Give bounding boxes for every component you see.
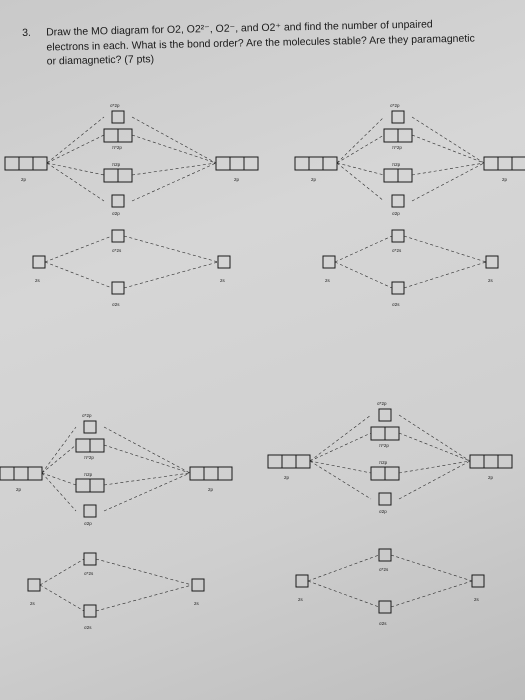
atomic-2p-left-label: 2p [16, 487, 22, 492]
sigma-star-2s-label: σ*2s [379, 567, 389, 572]
atomic-2s-left-box [27, 578, 41, 592]
sigma-star-2p-label: σ*2p [377, 401, 387, 406]
pi-2p-boxes [370, 466, 400, 481]
atomic-2p-right-boxes [215, 156, 259, 171]
pi-2p-label: π2p [392, 162, 401, 167]
atomic-2s-left-label: 2s [35, 278, 41, 283]
pi-2p-boxes [383, 168, 413, 183]
sigma-star-2p-box [391, 110, 405, 124]
sigma-star-2p-box [111, 110, 125, 124]
pi-star-2p-label: π*2p [84, 455, 94, 460]
pi-2p-label: π2p [379, 460, 388, 465]
atomic-2p-left-boxes [267, 454, 311, 469]
atomic-2s-right-label: 2s [194, 601, 200, 606]
sigma-2s-label: σ2s [379, 621, 387, 626]
sigma-2p-label: σ2p [84, 521, 92, 526]
sigma-2s-label: σ2s [112, 302, 120, 307]
sigma-2p-label: σ2p [112, 211, 120, 216]
sigma-2s-label: σ2s [392, 302, 400, 307]
pi-2p-boxes [103, 168, 133, 183]
atomic-2p-left-label: 2p [311, 177, 317, 182]
sigma-2p-box [391, 194, 405, 208]
pi-star-2p-boxes [370, 426, 400, 441]
atomic-2s-left-label: 2s [298, 597, 304, 602]
sigma-star-2s-box [378, 548, 392, 562]
sigma-2p-box [378, 492, 392, 506]
atomic-2s-left-label: 2s [325, 278, 331, 283]
sigma-star-2s-label: σ*2s [392, 248, 402, 253]
atomic-2s-left-box [322, 255, 336, 269]
atomic-2s-left-label: 2s [30, 601, 36, 606]
sigma-star-2p-label: σ*2p [390, 103, 400, 108]
pi-star-2p-label: π*2p [112, 145, 122, 150]
sigma-2s-box [378, 600, 392, 614]
atomic-2p-right-boxes [469, 454, 513, 469]
mo-diagram-bottom-left: 2p 2p σ*2p π*2p π2p σ2p 2s 2s σ*2s σ2s [0, 413, 233, 630]
sigma-star-2s-label: σ*2s [112, 248, 122, 253]
sigma-star-2s-box [83, 552, 97, 566]
sigma-star-2p-label: σ*2p [82, 413, 92, 418]
sigma-star-2s-box [391, 229, 405, 243]
sigma-2p-box [111, 194, 125, 208]
sigma-star-2p-label: σ*2p [110, 103, 120, 108]
atomic-2p-left-label: 2p [284, 475, 290, 480]
atomic-2s-right-box [191, 578, 205, 592]
atomic-2s-right-label: 2s [220, 278, 226, 283]
sigma-2s-label: σ2s [84, 625, 92, 630]
sigma-2p-label: σ2p [379, 509, 387, 514]
atomic-2p-left-boxes [294, 156, 338, 171]
atomic-2s-right-box [471, 574, 485, 588]
atomic-2p-left-boxes [0, 466, 43, 481]
sigma-2p-box [83, 504, 97, 518]
pi-star-2p-label: π*2p [392, 145, 402, 150]
atomic-2p-left-label: 2p [21, 177, 27, 182]
atomic-2p-right-boxes [483, 156, 525, 171]
mo-diagram-bottom-right: 2p 2p σ*2p π*2p π2p σ2p 2s 2s σ*2s σ2s [267, 401, 513, 626]
pi-star-2p-boxes [383, 128, 413, 143]
atomic-2s-right-label: 2s [488, 278, 494, 283]
atomic-2p-left-boxes [4, 156, 48, 171]
atomic-2p-right-label: 2p [502, 177, 508, 182]
mo-diagram-top-right: 2p 2p σ*2p π*2p π2p σ2p 2s 2s σ*2s σ2s [294, 103, 525, 307]
sigma-star-2p-box [83, 420, 97, 434]
atomic-2p-right-boxes [189, 466, 233, 481]
pi-star-2p-boxes [75, 438, 105, 453]
atomic-2s-right-label: 2s [474, 597, 480, 602]
atomic-2s-left-box [32, 255, 46, 269]
atomic-2s-right-box [485, 255, 499, 269]
atomic-2s-right-box [217, 255, 231, 269]
atomic-2s-left-box [295, 574, 309, 588]
sigma-star-2s-label: σ*2s [84, 571, 94, 576]
sigma-2s-box [391, 281, 405, 295]
atomic-2p-right-label: 2p [234, 177, 240, 182]
pi-star-2p-boxes [103, 128, 133, 143]
pi-2p-boxes [75, 478, 105, 493]
pi-2p-label: π2p [84, 472, 93, 477]
atomic-2p-right-label: 2p [208, 487, 214, 492]
atomic-2p-right-label: 2p [488, 475, 494, 480]
sigma-star-2p-box [378, 408, 392, 422]
pi-2p-label: π2p [112, 162, 121, 167]
sigma-2s-box [111, 281, 125, 295]
sigma-2p-label: σ2p [392, 211, 400, 216]
sigma-star-2s-box [111, 229, 125, 243]
mo-diagram-top-left: 2p 2p σ*2p π*2p π2p σ2p 2s 2s σ*2s σ2s [4, 103, 259, 307]
pi-star-2p-label: π*2p [379, 443, 389, 448]
sigma-2s-box [83, 604, 97, 618]
